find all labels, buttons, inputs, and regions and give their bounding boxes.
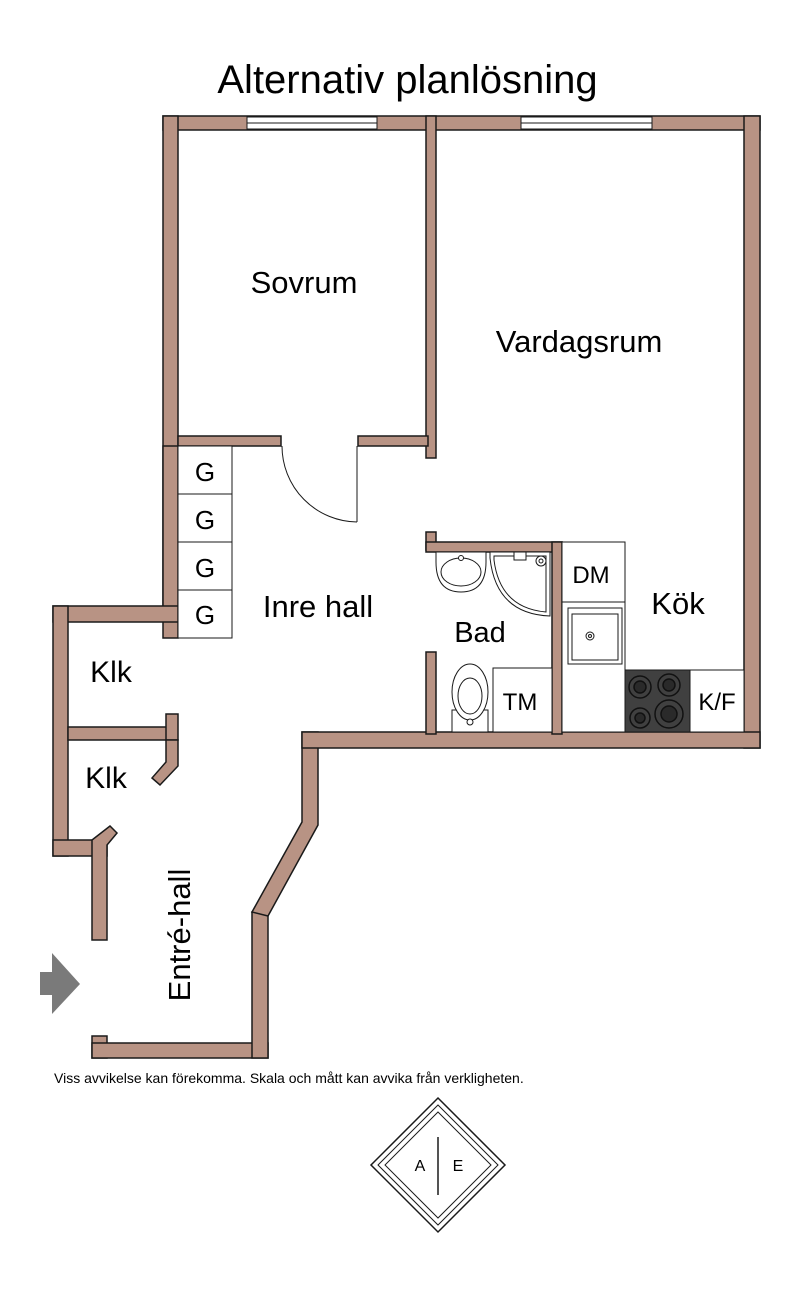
wall-bedroom-bottom-left	[177, 435, 282, 447]
wall-closet-top	[52, 605, 179, 623]
wardrobe-label-2: G	[195, 505, 215, 535]
bedroom-door	[281, 445, 358, 523]
stove-burners-icon	[628, 673, 684, 729]
shower-icon	[489, 551, 551, 617]
page-title: Alternativ planlösning	[217, 58, 598, 102]
toilet-icon	[451, 663, 489, 733]
room-label-vardagsrum: Vardagsrum	[496, 324, 663, 359]
room-label-klk-upper: Klk	[90, 656, 133, 689]
tm-label: TM	[503, 689, 538, 716]
wall-entry-right-diagonal	[250, 731, 319, 917]
wardrobe-label-4: G	[195, 600, 215, 630]
wardrobe-label-3: G	[195, 553, 215, 583]
room-label-klk-lower: Klk	[85, 762, 128, 795]
room-label-sovrum: Sovrum	[251, 265, 358, 300]
wall-bedroom-bottom-right	[357, 435, 429, 447]
logo-letter-a: A	[415, 1158, 426, 1175]
wall-closet-divider	[67, 726, 169, 741]
wall-bottom	[301, 731, 761, 749]
room-label-bad: Bad	[454, 617, 506, 649]
bathroom-fixtures	[435, 551, 553, 733]
windows	[246, 116, 653, 130]
kf-label: K/F	[698, 689, 735, 716]
dishwasher-box	[561, 541, 626, 603]
kitchen-sink-icon	[567, 607, 623, 665]
ae-logo	[369, 1096, 507, 1234]
wall-bath-top	[425, 541, 563, 553]
wall-closet-divider-stub	[165, 713, 179, 741]
logo-letter-e: E	[453, 1158, 464, 1175]
wall-closet-left	[52, 605, 69, 857]
walls	[52, 115, 761, 1059]
dm-label: DM	[572, 562, 609, 589]
fridge-freezer-box	[689, 669, 745, 733]
wall-right	[743, 115, 761, 749]
wall-bath-left-lower	[425, 651, 437, 735]
entrance-arrow-icon	[40, 953, 80, 1014]
room-label-inre-hall: Inre hall	[263, 589, 373, 624]
room-label-entre-hall: Entré-hall	[162, 869, 197, 1002]
wardrobes	[177, 445, 233, 639]
disclaimer-text: Viss avvikelse kan förekomma. Skala och …	[54, 1070, 524, 1086]
wall-entry-bottom	[91, 1042, 269, 1059]
wall-entry-right-lower	[251, 911, 269, 1059]
wardrobe-label-1: G	[195, 457, 215, 487]
washing-machine-box	[492, 667, 553, 733]
bathroom-sink-icon	[435, 551, 487, 593]
room-label-kok: Kök	[651, 586, 705, 621]
wall-entry-upper-left	[91, 825, 119, 941]
wall-closet-door-jamb	[150, 739, 179, 787]
wall-bath-right	[551, 541, 563, 735]
wall-bedroom-living	[425, 115, 437, 459]
